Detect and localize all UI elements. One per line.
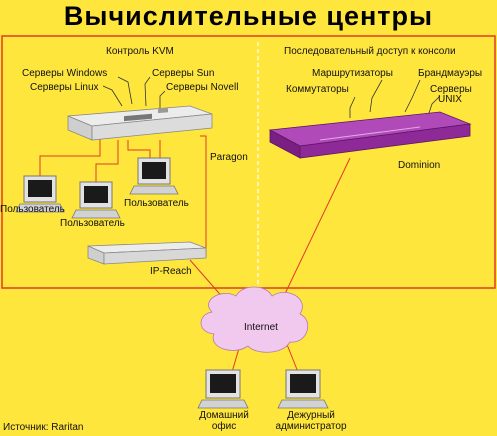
kvm-user-computer-1	[15, 175, 65, 213]
label-sun-servers: Серверы Sun	[152, 68, 215, 79]
label-switches: Коммутаторы	[286, 84, 349, 95]
label-windows-servers: Серверы Windows	[22, 68, 108, 79]
source-note: Источник: Raritan	[3, 422, 84, 433]
console-heading: Последовательный доступ к консоли	[284, 46, 456, 57]
ip-reach-label: IP-Reach	[150, 266, 192, 277]
page-title: Вычислительные центры	[63, 1, 434, 31]
home-office-computer	[197, 369, 249, 409]
console-label-pointers	[349, 79, 441, 118]
label-firewalls: Брандмауэры	[418, 68, 483, 79]
paragon-label: Paragon	[210, 152, 248, 163]
label-unix-line1: Серверы	[430, 84, 472, 95]
internet-label: Internet	[244, 322, 278, 333]
ip-reach-device	[87, 241, 207, 265]
home-office-line1: Домашний	[199, 410, 249, 421]
admin-line1: Дежурный	[287, 410, 335, 421]
label-novell-servers: Серверы Novell	[166, 82, 239, 93]
user-label-3: Пользователь	[124, 198, 189, 209]
admin-computer	[277, 369, 329, 409]
kvm-user-computer-3	[129, 157, 179, 195]
paragon-switch	[67, 105, 213, 141]
label-routers: Маршрутизаторы	[312, 68, 393, 79]
kvm-label-pointers	[102, 76, 166, 108]
kvm-user-computer-2	[71, 181, 121, 219]
dominion-device	[268, 111, 472, 159]
admin-line2: администратор	[275, 421, 347, 432]
label-linux-servers: Серверы Linux	[30, 82, 99, 93]
home-office-line2: офис	[211, 421, 237, 432]
dominion-label: Dominion	[398, 160, 441, 171]
label-unix-line2: UNIX	[438, 94, 462, 105]
kvm-heading: Контроль KVM	[106, 46, 174, 57]
user-label-2: Пользователь	[60, 218, 125, 229]
internet-cloud	[200, 286, 309, 353]
paragon-user-cables	[39, 135, 207, 259]
user-label-1: Пользователь	[0, 204, 65, 215]
